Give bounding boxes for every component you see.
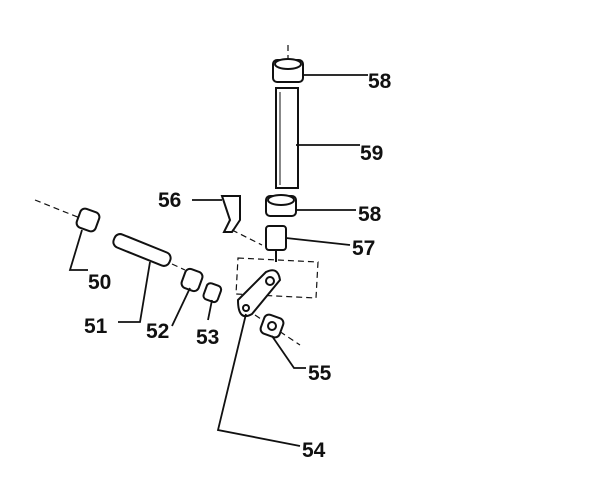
part-55-nut <box>259 313 285 339</box>
part-51-rod <box>112 233 186 271</box>
leader-52 <box>171 287 191 327</box>
label-58-mid: 58 <box>358 203 382 226</box>
assembly-outline <box>235 257 319 299</box>
leader-55 <box>271 335 306 369</box>
label-52: 52 <box>146 320 169 343</box>
part-52-bushing <box>180 267 204 293</box>
part-53-washer <box>202 282 223 304</box>
part-50-bushing <box>75 207 101 233</box>
axis-left <box>34 199 81 219</box>
part-57-fitting <box>265 225 287 262</box>
label-53: 53 <box>196 326 219 349</box>
leader-50 <box>68 229 88 271</box>
part-59-shaft <box>275 87 299 189</box>
label-55: 55 <box>308 362 332 385</box>
leader-57 <box>285 237 351 246</box>
label-58-top: 58 <box>368 70 392 93</box>
part-58-mid-nut <box>265 194 297 217</box>
part-56-elbow <box>220 195 263 246</box>
part-58-top-nut <box>272 58 304 83</box>
label-57: 57 <box>352 237 375 260</box>
leader-51 <box>118 261 151 323</box>
label-54: 54 <box>302 439 326 462</box>
label-51: 51 <box>84 315 108 338</box>
part-54-lever <box>236 269 282 318</box>
leader-53 <box>207 299 213 321</box>
label-50: 50 <box>88 271 111 294</box>
label-56: 56 <box>158 189 181 212</box>
axis-right <box>254 314 301 346</box>
leader-54 <box>216 313 301 447</box>
label-59: 59 <box>360 142 383 165</box>
